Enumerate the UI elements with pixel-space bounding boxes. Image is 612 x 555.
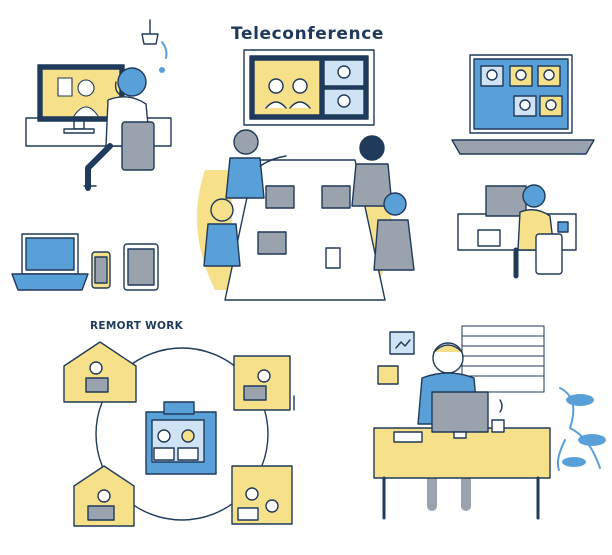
laptops-on-table (257, 185, 351, 255)
man-left-figure (225, 129, 287, 199)
woman-at-desk-figure (83, 67, 155, 191)
coffee-cup-icon (557, 221, 569, 233)
home-office-bottom-right-icon (231, 465, 293, 525)
remote-work-network (63, 341, 295, 527)
home-office-top-left-icon (63, 341, 137, 403)
smartphone-icon (91, 251, 111, 289)
tablet-device-icon (123, 243, 159, 291)
network-ring (95, 347, 269, 521)
office-worker-scene (373, 325, 606, 520)
woman-right-figure (373, 192, 415, 271)
home-office-bottom-left-icon (73, 465, 135, 527)
wall-screen-icon (243, 49, 375, 126)
teleconference-heading: Teleconference (231, 24, 385, 44)
tablet-on-table-icon (325, 247, 341, 269)
laptop-device-icon (11, 233, 89, 291)
on-screen-presenter-figure (57, 77, 99, 117)
desktop-computer-icon (431, 391, 489, 439)
central-office-building-icon (145, 401, 217, 475)
wall-picture-frame-icon (377, 365, 399, 385)
wall-chart-frame-icon (389, 331, 415, 355)
devices-scene (11, 233, 159, 291)
woman-left-figure (203, 198, 241, 267)
desktop-video-call-scene (25, 19, 172, 191)
potted-plant-icon (556, 387, 606, 471)
man-right-figure (351, 135, 393, 207)
ceiling-lamp-icon (141, 19, 168, 73)
home-office-top-right-icon (233, 355, 295, 411)
remote-work-heading: REMORT WORK (90, 320, 184, 332)
conference-room-scene (197, 49, 415, 301)
desk-documents-icon (393, 431, 423, 443)
desk-coffee-cup-icon (491, 399, 505, 433)
home-desk-scene (457, 184, 577, 279)
laptop-gallery-scene (451, 54, 595, 155)
